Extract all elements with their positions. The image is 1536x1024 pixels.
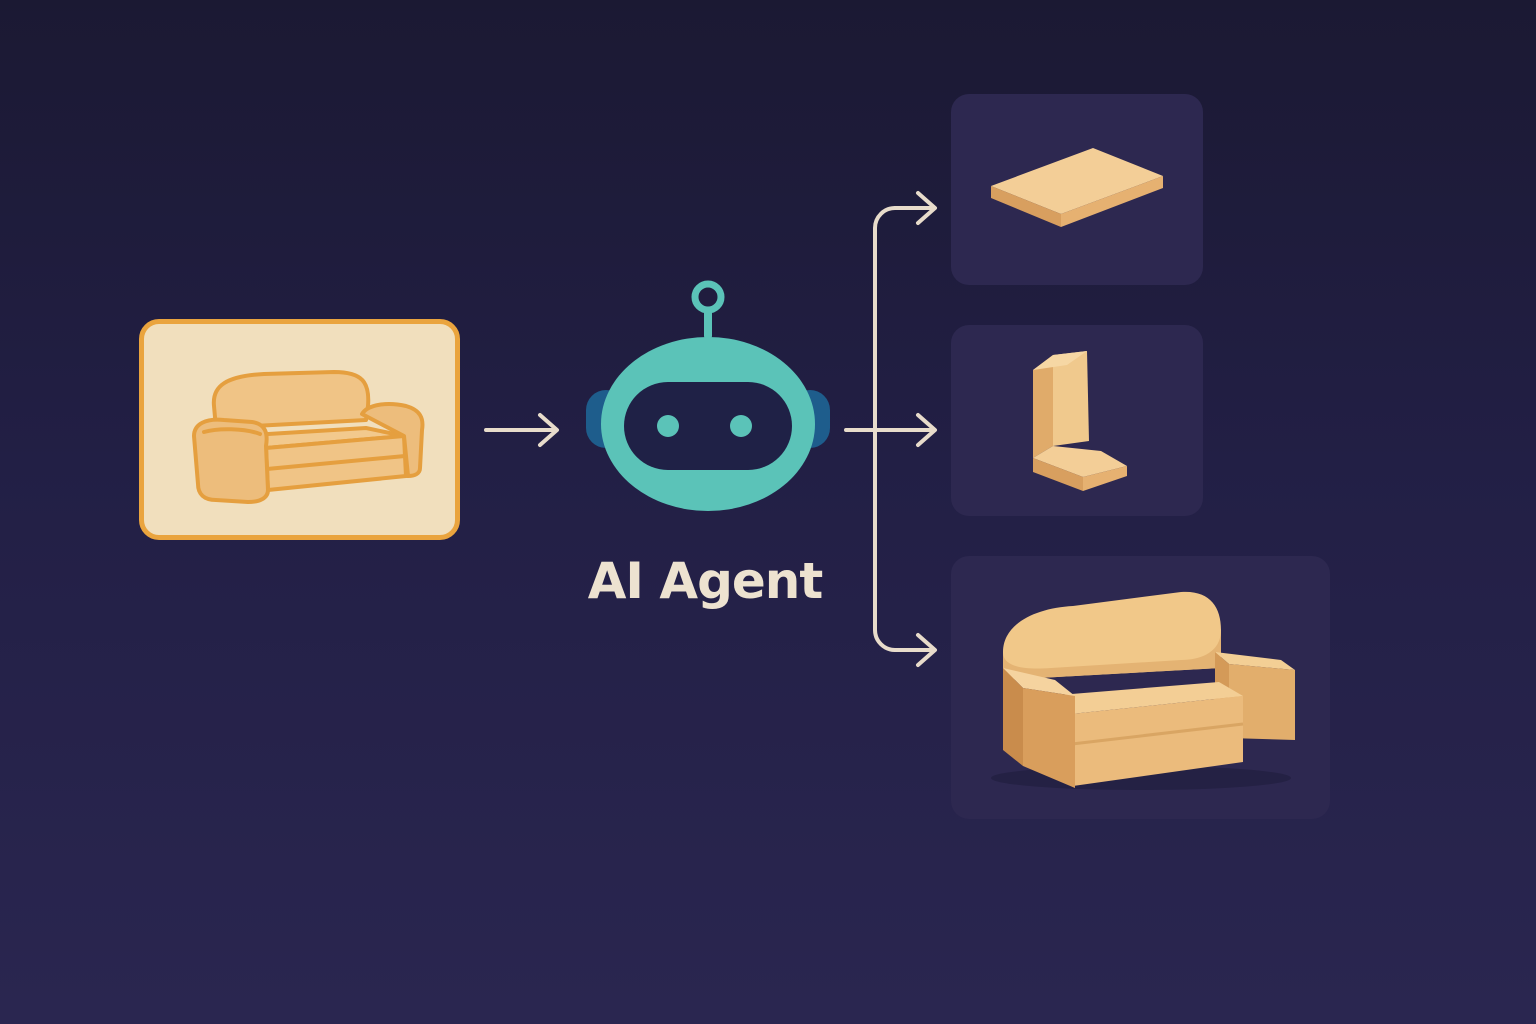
arrow-to-output-1	[893, 191, 937, 225]
output-card-sofa	[951, 556, 1330, 819]
arrow-input-to-agent	[484, 413, 559, 447]
arrow-to-output-3	[893, 633, 937, 667]
agent-label: AI Agent	[587, 552, 824, 610]
flat-panel-icon	[991, 148, 1163, 227]
input-image-card	[139, 319, 460, 540]
branch-trunk	[873, 206, 897, 652]
sofa-3d-icon	[991, 591, 1295, 790]
l-bracket-icon	[1033, 351, 1127, 491]
robot-icon	[586, 280, 830, 511]
output-card-bracket	[951, 325, 1203, 516]
output-card-panel	[951, 94, 1203, 285]
arrow-agent-to-outputs	[844, 413, 937, 447]
sofa-sketch-icon	[192, 370, 425, 504]
